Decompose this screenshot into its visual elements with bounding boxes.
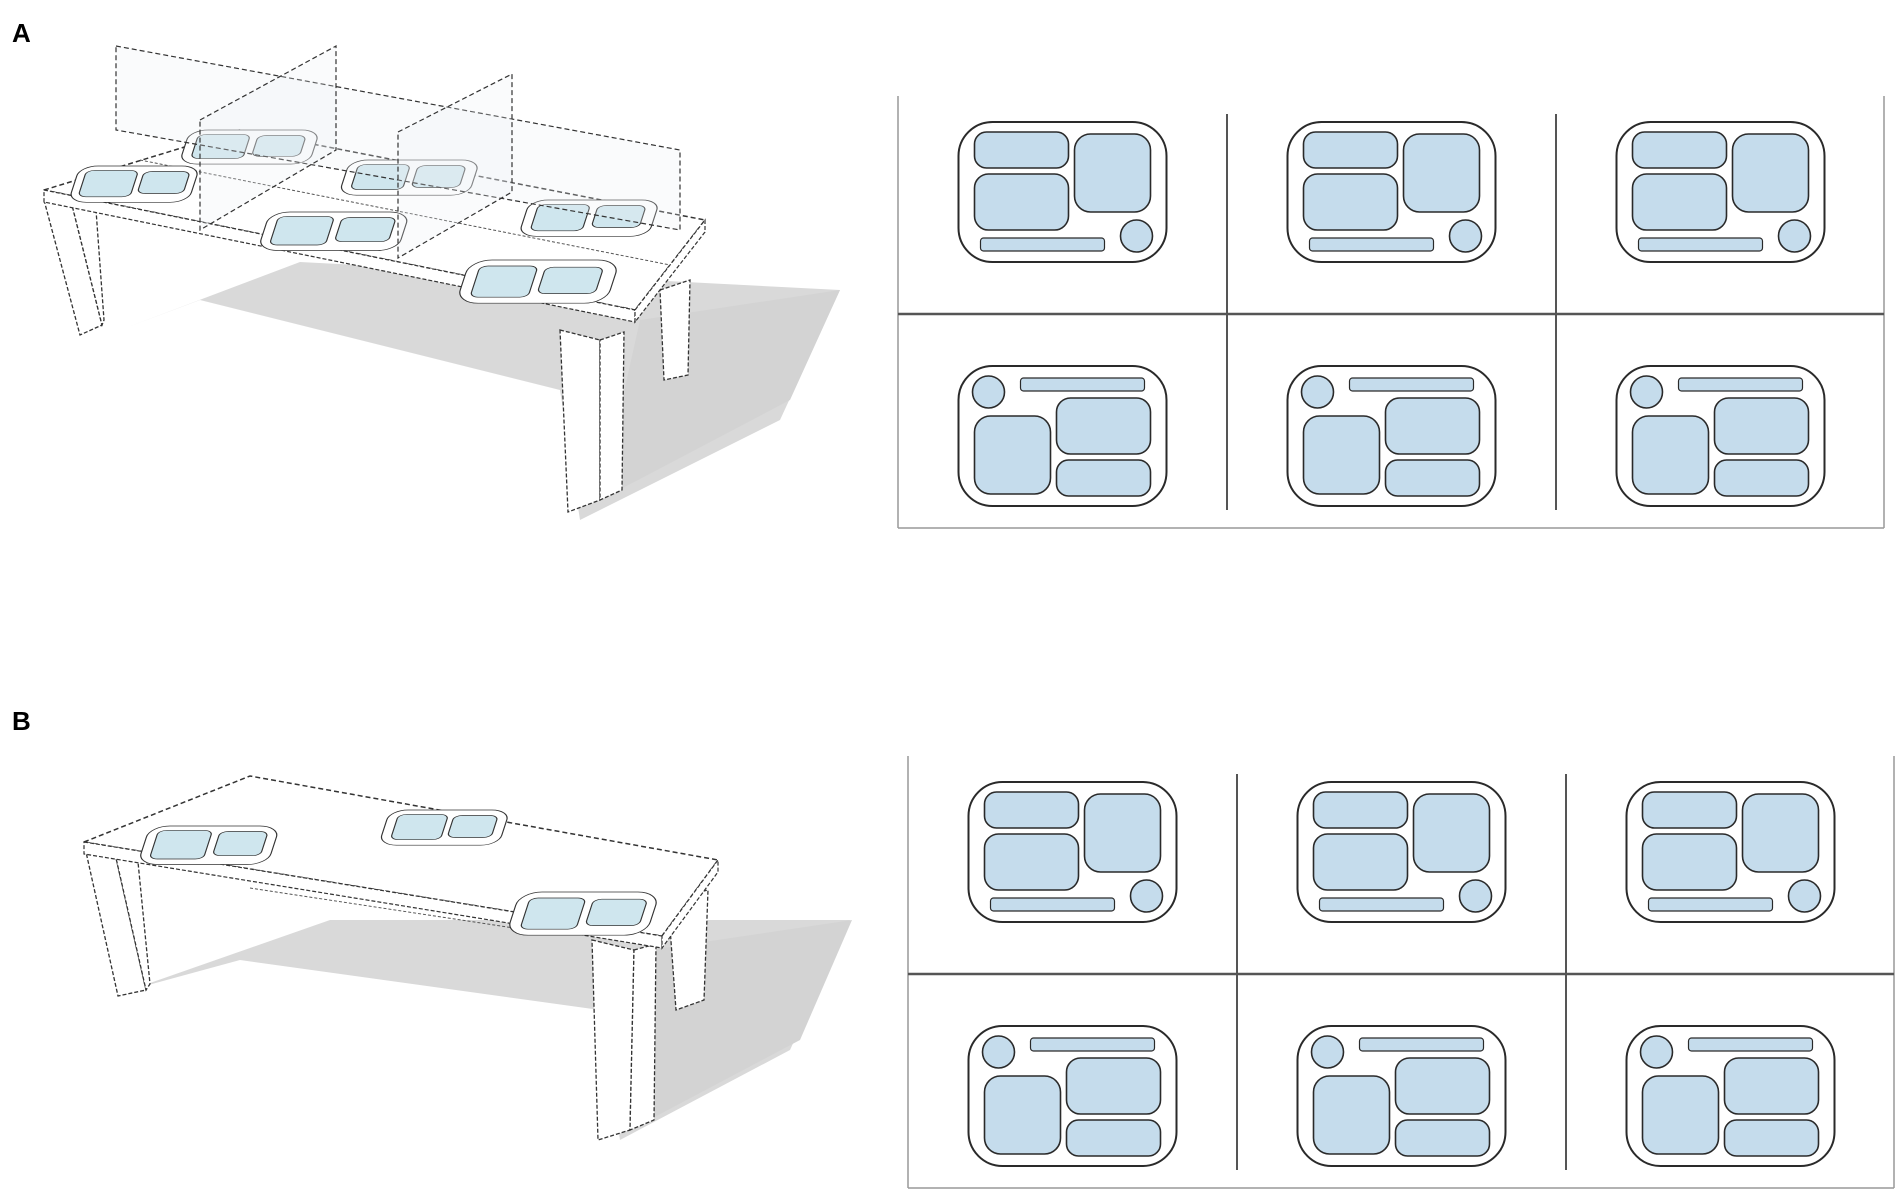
meal-tray: [260, 211, 408, 251]
meal-tray-top-view: [1615, 365, 1826, 507]
tray-layout-grid-b: [907, 756, 1895, 1189]
meal-trays-on-table: [70, 129, 658, 304]
meal-tray: [340, 159, 478, 196]
meal-tray-top-view: [1286, 365, 1497, 507]
panel-label-b: B: [12, 706, 31, 736]
meal-tray-top-view: [957, 121, 1168, 263]
meal-tray: [509, 891, 657, 936]
table-shadow: [600, 290, 840, 500]
meal-tray-top-view: [957, 365, 1168, 507]
table-legs: [43, 199, 691, 513]
table-without-dividers-b: [81, 775, 852, 1141]
divider-panel-cross: [397, 73, 513, 260]
meal-tray: [459, 259, 617, 304]
meal-tray-top-view: [1625, 781, 1836, 923]
panel-label-a: A: [12, 18, 31, 48]
meal-tray-top-view: [1615, 121, 1826, 263]
meal-tray-top-view: [1296, 1025, 1507, 1167]
table-with-dividers-a: [43, 44, 840, 520]
meal-tray-top-view: [967, 781, 1178, 923]
meal-tray: [520, 199, 658, 237]
meal-tray-top-view: [967, 1025, 1178, 1167]
meal-trays-on-table: [140, 809, 657, 936]
meal-tray: [140, 825, 278, 865]
transparent-dividers: [115, 44, 681, 260]
table-shadow: [630, 920, 852, 1130]
meal-tray-top-view: [1625, 1025, 1836, 1167]
meal-tray: [70, 165, 198, 203]
meal-tray: [181, 129, 318, 165]
meal-tray-top-view: [1286, 121, 1497, 263]
table-legs: [85, 851, 709, 1141]
meal-tray-top-view: [1296, 781, 1507, 923]
divider-panel-cross: [199, 44, 337, 232]
meal-tray: [380, 809, 508, 846]
tray-layout-grid-a: [897, 96, 1885, 529]
